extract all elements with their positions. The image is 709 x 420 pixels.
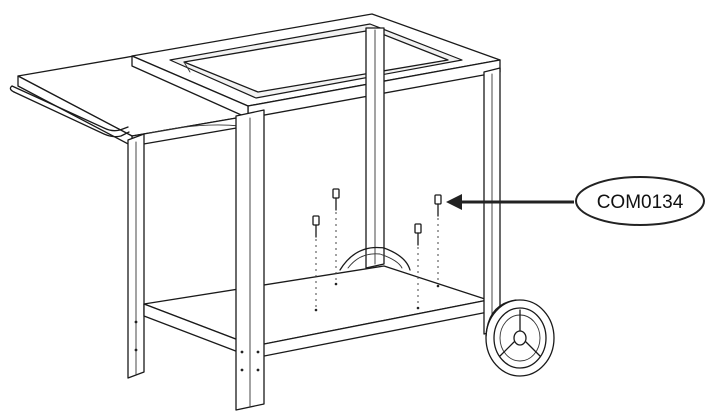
side-handle	[9, 85, 130, 138]
rear-wheel	[339, 246, 411, 271]
leg-front-left	[235, 109, 265, 411]
callout-label: COM0134	[575, 176, 705, 226]
side-shelf	[17, 55, 249, 147]
leg-back-left	[127, 133, 145, 379]
callout-arrow	[446, 194, 574, 210]
part-code-text: COM0134	[597, 192, 684, 213]
screw-back-right	[434, 194, 442, 288]
front-wheel	[485, 299, 555, 377]
screw-front-left	[312, 215, 320, 312]
bottom-shelf	[143, 265, 489, 359]
arrow-left-icon	[446, 194, 462, 210]
screw-back-left	[332, 188, 340, 286]
leg-back-right	[365, 27, 385, 269]
screw-front-right	[414, 223, 422, 310]
